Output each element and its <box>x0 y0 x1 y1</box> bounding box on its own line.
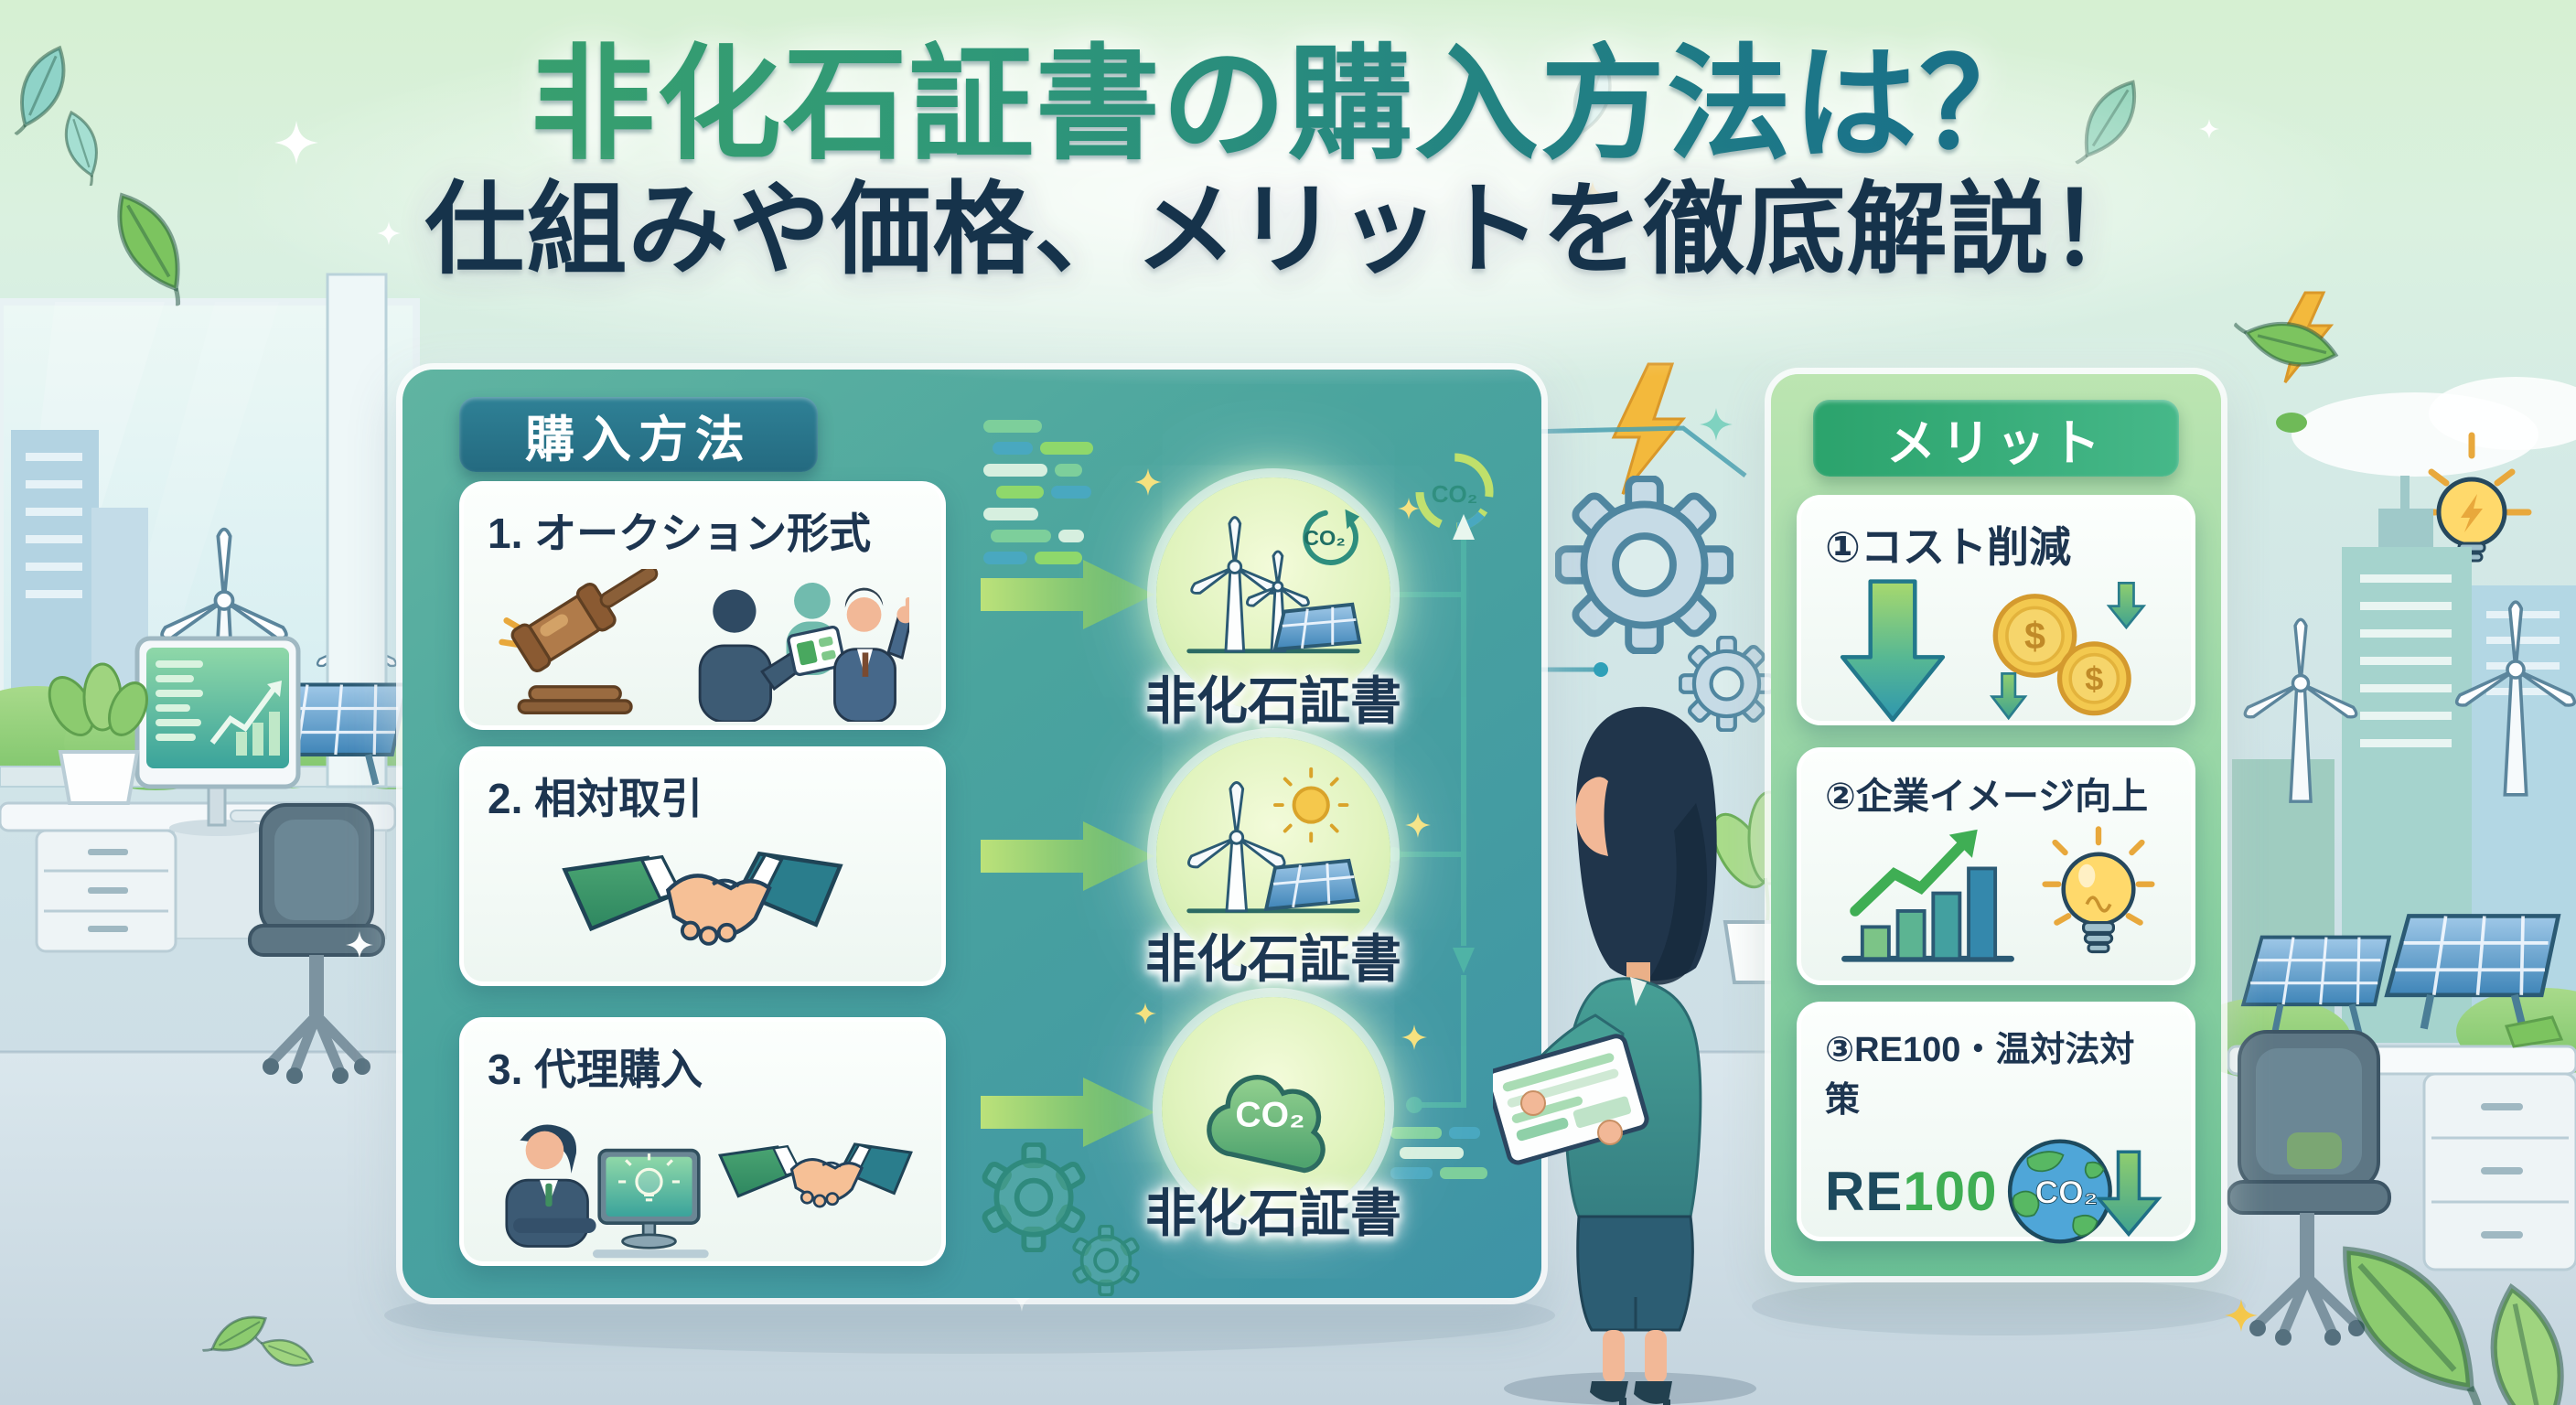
right-office-scene <box>2186 291 2576 1405</box>
small-down-arrow-icon <box>2106 582 2147 630</box>
person-computer-icon <box>505 1124 709 1259</box>
bid-card-icon <box>787 625 846 677</box>
method-card-bilateral: 2. 相対取引 <box>459 746 946 986</box>
small-down-arrow-icon <box>2095 1150 2163 1238</box>
title-glow <box>238 0 2360 384</box>
face <box>1575 777 1608 856</box>
gavel-icon <box>499 568 659 714</box>
certificate-label: 非化石証書 <box>1145 672 1401 730</box>
merit-card-cost: ①コスト削減 $ $ <box>1797 495 2195 725</box>
merit-card-re100: ③RE100・温対法対策 RE100 CO₂ <box>1797 1002 2195 1244</box>
sparkle-icon <box>1700 408 1733 441</box>
co2-recycle-icon: CO₂ <box>1303 509 1360 566</box>
re100-number: 100 <box>1903 1161 1998 1222</box>
growth-chart-icon <box>1841 829 2014 962</box>
circuit-trace-decoration <box>1394 540 1466 1108</box>
merit-label: ①コスト削減 <box>1825 523 2071 571</box>
office-chair-icon <box>2227 1030 2391 1346</box>
leaf-icon <box>2276 413 2307 433</box>
title-block: 非化石証書の購入方法は？ 仕組みや価格、メリットを徹底解説！ <box>0 39 2576 287</box>
method-card-auction: 1. オークション形式 <box>459 481 946 730</box>
merit-card-image: ②企業イメージ向上 <box>1797 747 2195 985</box>
potted-plant-icon <box>48 662 148 805</box>
lightbulb-icon <box>2042 825 2155 953</box>
code-lines-decoration <box>983 420 1093 564</box>
handshake-icon <box>561 831 844 983</box>
method-label: 3. 代理購入 <box>488 1046 703 1093</box>
merit-label: ③RE100・温対法対策 <box>1825 1031 2135 1120</box>
heel-shoe <box>1590 1381 1628 1402</box>
main-title-line-2: 仕組みや価格、メリットを徹底解説！ <box>424 174 2152 287</box>
co2-label: CO₂ <box>1235 1096 1304 1135</box>
re100-logo: RE100 <box>1825 1160 1997 1223</box>
heel-shoe <box>1634 1381 1672 1404</box>
wind-sun-solar-icon <box>1186 767 1360 914</box>
certificate-label: 非化石証書 <box>1145 1185 1401 1242</box>
sun-icon <box>1272 767 1349 843</box>
gear-icon <box>1558 478 1731 651</box>
down-arrow-icon <box>1840 579 1946 723</box>
method-card-proxy: 3. 代理購入 <box>459 1017 946 1266</box>
co2-gauge-label: CO₂ <box>1432 480 1478 508</box>
handshake-icon <box>717 1129 914 1234</box>
flow-arrow-icon <box>981 1078 1154 1147</box>
businesswoman-with-tablet <box>1493 706 1756 1405</box>
merit-label: ②企業イメージ向上 <box>1825 777 2149 817</box>
purchase-methods-panel: CO₂ <box>402 370 1541 1298</box>
certificate-circle-1: CO₂ <box>1156 477 1390 712</box>
method-label: 1. オークション形式 <box>488 509 872 557</box>
certificate-circle-3: CO₂ <box>1162 997 1385 1220</box>
certificate-circle-2 <box>1156 737 1390 971</box>
office-chair-icon <box>248 803 385 1084</box>
merit-panel: メリット ①コスト削減 $ $ <box>1771 374 2221 1276</box>
re100-re: RE <box>1825 1161 1904 1222</box>
co2-gauge-icon: CO₂ <box>1415 453 1494 531</box>
method-label: 2. 相対取引 <box>488 775 703 822</box>
small-down-arrow-icon <box>1989 672 2028 721</box>
dollar-symbol: $ <box>2024 615 2045 657</box>
co2-label: CO₂ <box>1304 526 1346 550</box>
coins-icon: $ $ <box>1989 582 2147 721</box>
main-title-line-1: 非化石証書の購入方法は？ <box>0 39 2576 169</box>
auction-bidders-icon <box>698 582 910 722</box>
purchase-panel-decoration: CO₂ <box>402 420 1494 1296</box>
flow-arrow-icon <box>981 821 1154 891</box>
co2-label: CO₂ <box>2035 1175 2098 1211</box>
skirt <box>1576 1215 1694 1332</box>
co2-cloud-icon: CO₂ <box>1207 1075 1326 1174</box>
flow-arrow-icon <box>981 560 1154 629</box>
wind-solar-co2-icon: CO₂ <box>1186 509 1362 654</box>
dollar-symbol: $ <box>2085 660 2103 697</box>
globe-co2-icon: CO₂ <box>2008 1139 2163 1244</box>
certificate-label: 非化石証書 <box>1145 930 1401 988</box>
merit-panel-header: メリット <box>1813 400 2179 477</box>
code-lines-decoration <box>1390 1127 1487 1179</box>
purchase-panel-header: 購入方法 <box>459 397 818 472</box>
